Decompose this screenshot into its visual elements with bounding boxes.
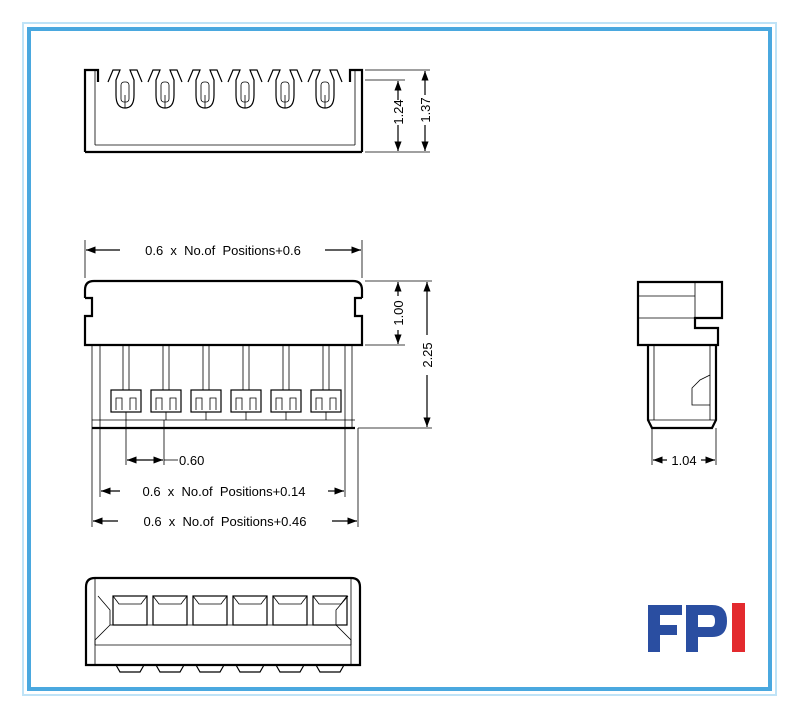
inner-border — [27, 27, 772, 691]
bottom-cavity — [312, 595, 348, 673]
front-dims: 0.6 x No.of Positions+0.6 1.00 2.25 0.60… — [84, 240, 435, 529]
dim-total-height: 2.25 — [420, 342, 435, 367]
logo-letter-p — [686, 605, 727, 652]
bottom-view — [84, 576, 362, 673]
dim-side-height-outer: 1.37 — [418, 97, 433, 122]
cavity-chamfer — [112, 595, 148, 605]
terminal-pin — [230, 344, 262, 420]
terminal-pin — [190, 344, 222, 420]
cavity-chamfer — [192, 595, 228, 605]
pin-contact — [310, 389, 342, 413]
cavity-outline — [112, 595, 148, 626]
pin-contact — [270, 389, 302, 413]
outer-border — [22, 22, 777, 696]
cavity-foot — [315, 664, 345, 673]
terminal-pin — [150, 344, 182, 420]
cavity-foot — [275, 664, 305, 673]
pin-contact — [190, 389, 222, 413]
fpi-logo — [648, 603, 745, 652]
side-view — [83, 68, 364, 154]
cavity-chamfer — [232, 595, 268, 605]
pin-contact — [230, 389, 262, 413]
bottom-cavity — [232, 595, 268, 673]
cavity-foot — [155, 664, 185, 673]
dim-pitch: 0.60 — [179, 453, 204, 468]
dim-top-width: 0.6 x No.of Positions+0.6 — [145, 243, 301, 258]
side-contact-slot — [267, 69, 303, 109]
terminal-pin — [310, 344, 342, 420]
front-view — [83, 279, 364, 430]
pin-contact-detail — [155, 397, 177, 410]
dim-overall-width: 0.6 x No.of Positions+0.46 — [144, 514, 307, 529]
cavity-outline — [312, 595, 348, 626]
pin-contact — [150, 389, 182, 413]
pin-contact — [110, 389, 142, 413]
pin-shank — [282, 344, 290, 391]
pin-contact-detail — [235, 397, 257, 410]
pin-shank — [322, 344, 330, 391]
dim-upper-height: 1.00 — [391, 300, 406, 325]
bottom-cavity — [272, 595, 308, 673]
side-contact-slot — [307, 69, 343, 109]
dim-end-width: 1.04 — [671, 453, 696, 468]
side-contact-slot — [147, 69, 183, 109]
terminal-pin — [270, 344, 302, 420]
pin-shank — [242, 344, 250, 391]
dim-side-height-inner: 1.24 — [391, 99, 406, 124]
side-contact-slot — [107, 69, 143, 109]
end-view: 1.04 — [636, 280, 724, 468]
cavity-outline — [272, 595, 308, 626]
terminal-pin — [110, 344, 142, 420]
pin-shank — [122, 344, 130, 391]
side-contact-slot — [227, 69, 263, 109]
bottom-cavity — [192, 595, 228, 673]
cavity-chamfer — [312, 595, 348, 605]
logo-letter-i — [732, 603, 745, 652]
bottom-cavity — [152, 595, 188, 673]
side-contact-slot — [187, 69, 223, 109]
cavity-outline — [192, 595, 228, 626]
pin-shank — [162, 344, 170, 391]
cavity-chamfer — [272, 595, 308, 605]
pin-contact-detail — [315, 397, 337, 410]
dim-pin-span: 0.6 x No.of Positions+0.14 — [143, 484, 306, 499]
cavity-foot — [115, 664, 145, 673]
pin-contact-detail — [115, 397, 137, 410]
pin-contact-detail — [275, 397, 297, 410]
cavity-foot — [235, 664, 265, 673]
cavity-outline — [232, 595, 268, 626]
cavity-foot — [195, 664, 225, 673]
cavity-chamfer — [152, 595, 188, 605]
bottom-cavity — [112, 595, 148, 673]
logo-letter-f — [648, 605, 682, 652]
cavity-outline — [152, 595, 188, 626]
pin-contact-detail — [195, 397, 217, 410]
pin-shank — [202, 344, 210, 391]
side-height-dims: 1.24 1.37 — [365, 69, 433, 153]
